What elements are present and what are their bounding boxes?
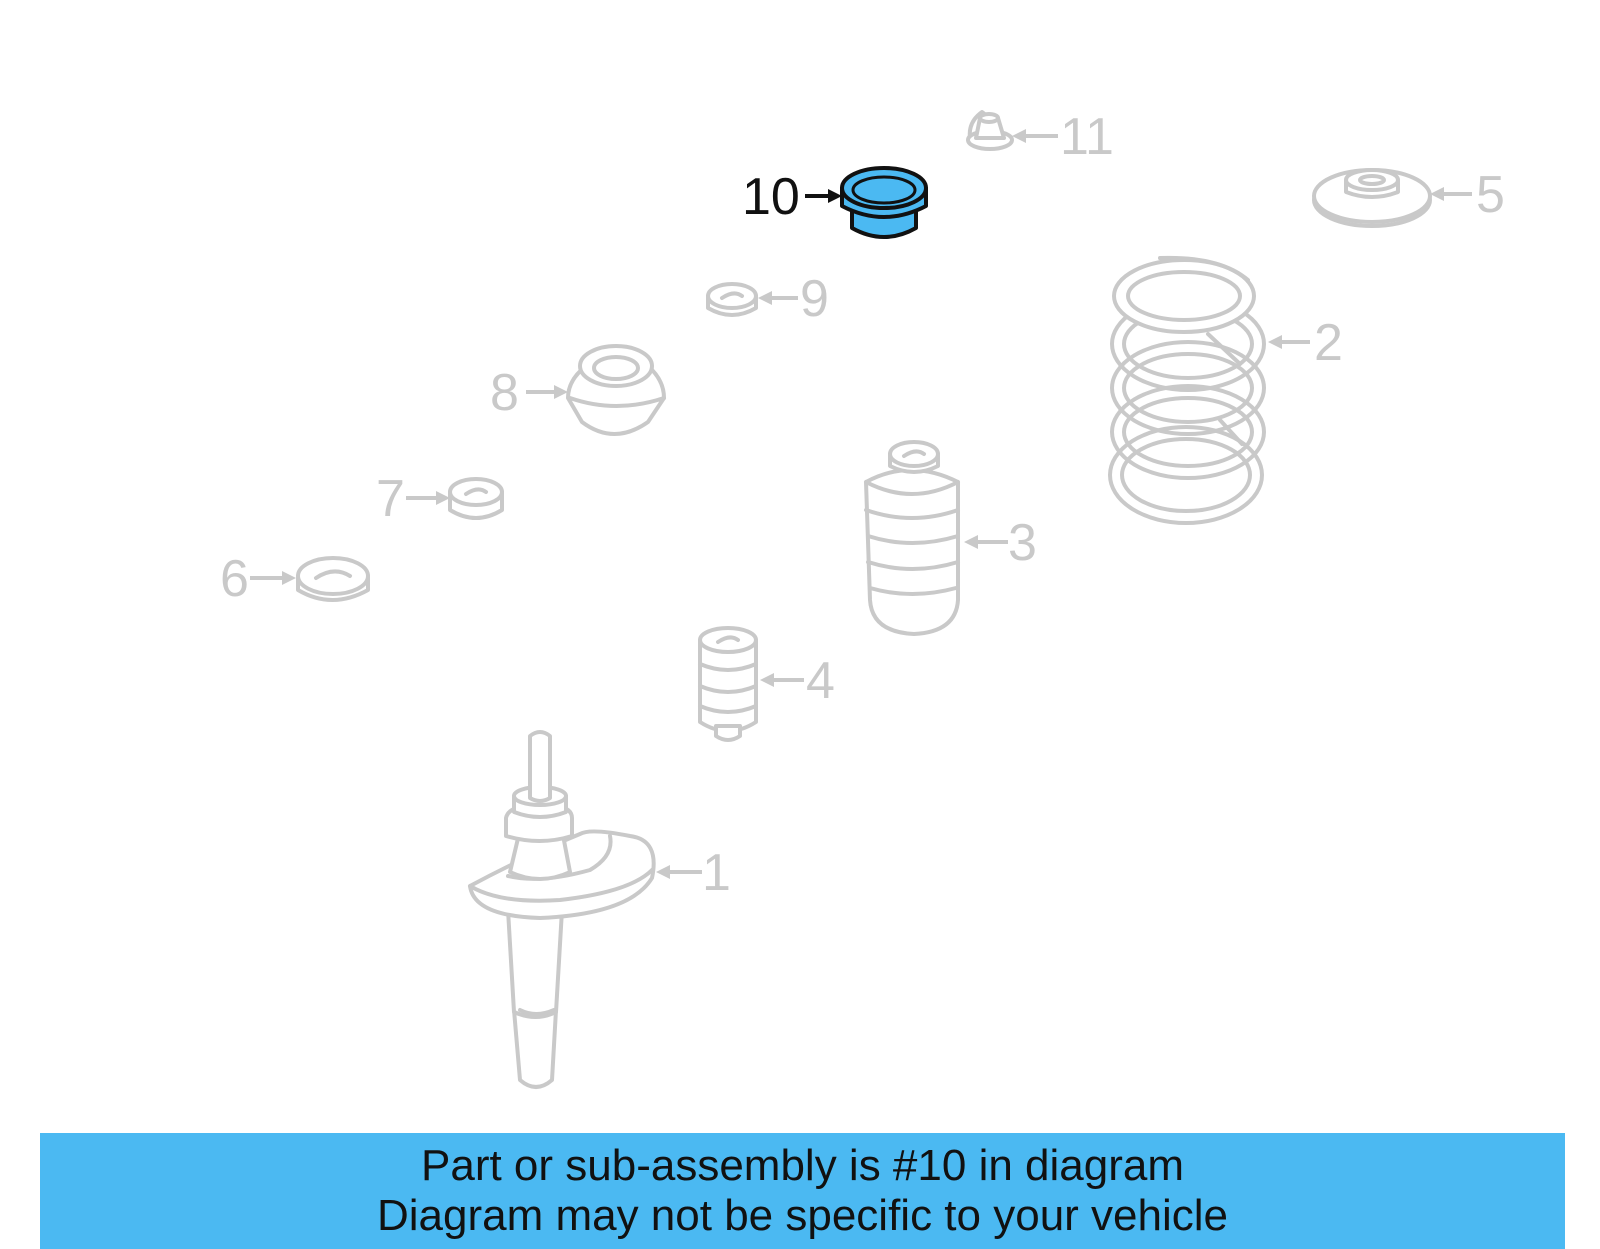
callout-10-label: 10: [742, 168, 800, 226]
part-3-dust-boot[interactable]: [864, 440, 960, 636]
part-7-bushing[interactable]: [448, 477, 504, 520]
callout-2[interactable]: 2: [1268, 314, 1343, 372]
callout-8[interactable]: 8: [490, 364, 568, 422]
part-4-bump-stop[interactable]: [698, 626, 758, 742]
callout-7-label: 7: [376, 470, 405, 528]
part-6-washer[interactable]: [296, 556, 370, 602]
banner-line-1: Part or sub-assembly is #10 in diagram: [421, 1141, 1184, 1190]
part-8-strut-mount[interactable]: [566, 344, 666, 436]
part-9-washer[interactable]: [706, 282, 758, 317]
callout-8-label: 8: [490, 364, 519, 422]
info-banner: Part or sub-assembly is #10 in diagram D…: [40, 1133, 1565, 1249]
part-5-spring-seat[interactable]: [1312, 168, 1432, 228]
part-11-nut[interactable]: [966, 110, 1014, 151]
callout-6[interactable]: 6: [220, 550, 296, 608]
callout-4-label: 4: [806, 652, 835, 710]
part-2-coil-spring[interactable]: [1108, 255, 1266, 525]
callout-7[interactable]: 7: [376, 470, 450, 528]
callout-2-label: 2: [1314, 314, 1343, 372]
callout-5[interactable]: 5: [1430, 166, 1505, 224]
part-1-strut-assembly[interactable]: [468, 730, 656, 1089]
part-10-bushing[interactable]: [840, 166, 928, 239]
callout-3-label: 3: [1008, 514, 1037, 572]
callout-4[interactable]: 4: [760, 652, 835, 710]
callout-9[interactable]: 9: [758, 270, 829, 328]
callout-10[interactable]: 10: [742, 168, 842, 226]
callout-1-label: 1: [702, 844, 731, 902]
banner-line-2: Diagram may not be specific to your vehi…: [376, 1191, 1229, 1240]
callout-9-label: 9: [800, 270, 829, 328]
callout-1[interactable]: 1: [656, 844, 731, 902]
callout-11-label: 11: [1060, 108, 1114, 166]
callout-11[interactable]: 11: [1012, 108, 1114, 166]
callout-3[interactable]: 3: [964, 514, 1037, 572]
callout-6-label: 6: [220, 550, 249, 608]
callout-5-label: 5: [1476, 166, 1505, 224]
